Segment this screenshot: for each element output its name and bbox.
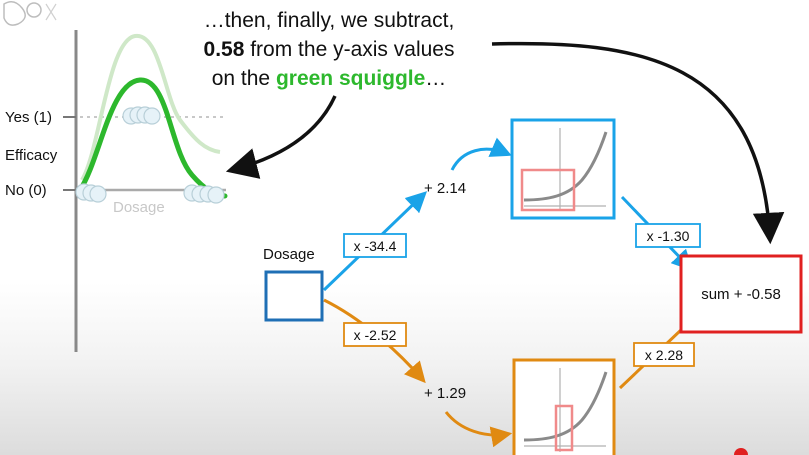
top-weight-label: x -34.4: [354, 238, 397, 254]
x-axis-title: Dosage: [113, 199, 165, 216]
top-out-weight-label: x -1.30: [647, 228, 690, 244]
data-points: [75, 106, 225, 204]
top-weight-box: [343, 233, 407, 258]
logo-icon: [3, 1, 57, 26]
caption-bold-value: 0.58: [204, 38, 245, 61]
caption-line-2-rest: from the y-axis values: [244, 38, 454, 61]
sum-node-label: sum + -0.58: [701, 286, 781, 303]
top-activation-node: [510, 118, 616, 220]
caption-to-squiggle-arrow: [225, 95, 337, 179]
data-point: [143, 107, 161, 125]
y-label-yes: Yes (1): [5, 109, 52, 126]
input-node-label: Dosage: [263, 246, 315, 263]
y-label-no: No (0): [5, 182, 47, 199]
green-squiggle: [77, 77, 228, 199]
caption-line-3-post: …: [425, 67, 446, 90]
input-node-box: [264, 270, 324, 322]
bottom-bias-arrow: [444, 411, 513, 448]
top-bias-arrow: [450, 137, 512, 171]
bottom-activation-node: [512, 358, 616, 455]
top-out-weight-box: [635, 223, 701, 248]
top-softplus-curve: [523, 131, 608, 202]
bottom-softplus-curve: [523, 371, 608, 442]
caption-line-3: on the green squiggle…: [212, 67, 447, 90]
bottom-weight-label: x -2.52: [354, 327, 397, 343]
progress-handle-icon: [734, 448, 748, 455]
top-range-highlight: [520, 168, 576, 212]
bottom-weight-box: [343, 322, 407, 347]
bottom-out-weight-label: x 2.28: [645, 347, 683, 363]
bottom-range-highlight: [554, 404, 574, 452]
caption-green-squiggle: green squiggle: [276, 67, 425, 90]
data-point: [89, 185, 107, 203]
data-point: [207, 186, 225, 204]
caption-line-3-pre: on the: [212, 67, 276, 90]
top-bias-label: + 2.14: [424, 180, 466, 197]
caption-line-1: …then, finally, we subtract,: [204, 9, 455, 32]
bottom-bias-label: + 1.29: [424, 385, 466, 402]
caption-line-2: 0.58 from the y-axis values: [204, 38, 455, 61]
caption-to-sum-arrow: [491, 41, 785, 245]
faint-squiggle: [80, 33, 221, 182]
y-axis-title: Efficacy: [5, 147, 58, 164]
efficacy-plot: Yes (1) Efficacy No (0) Dosage: [5, 30, 228, 352]
bottom-out-weight-box: [633, 342, 695, 367]
sum-node-box: [679, 254, 803, 334]
